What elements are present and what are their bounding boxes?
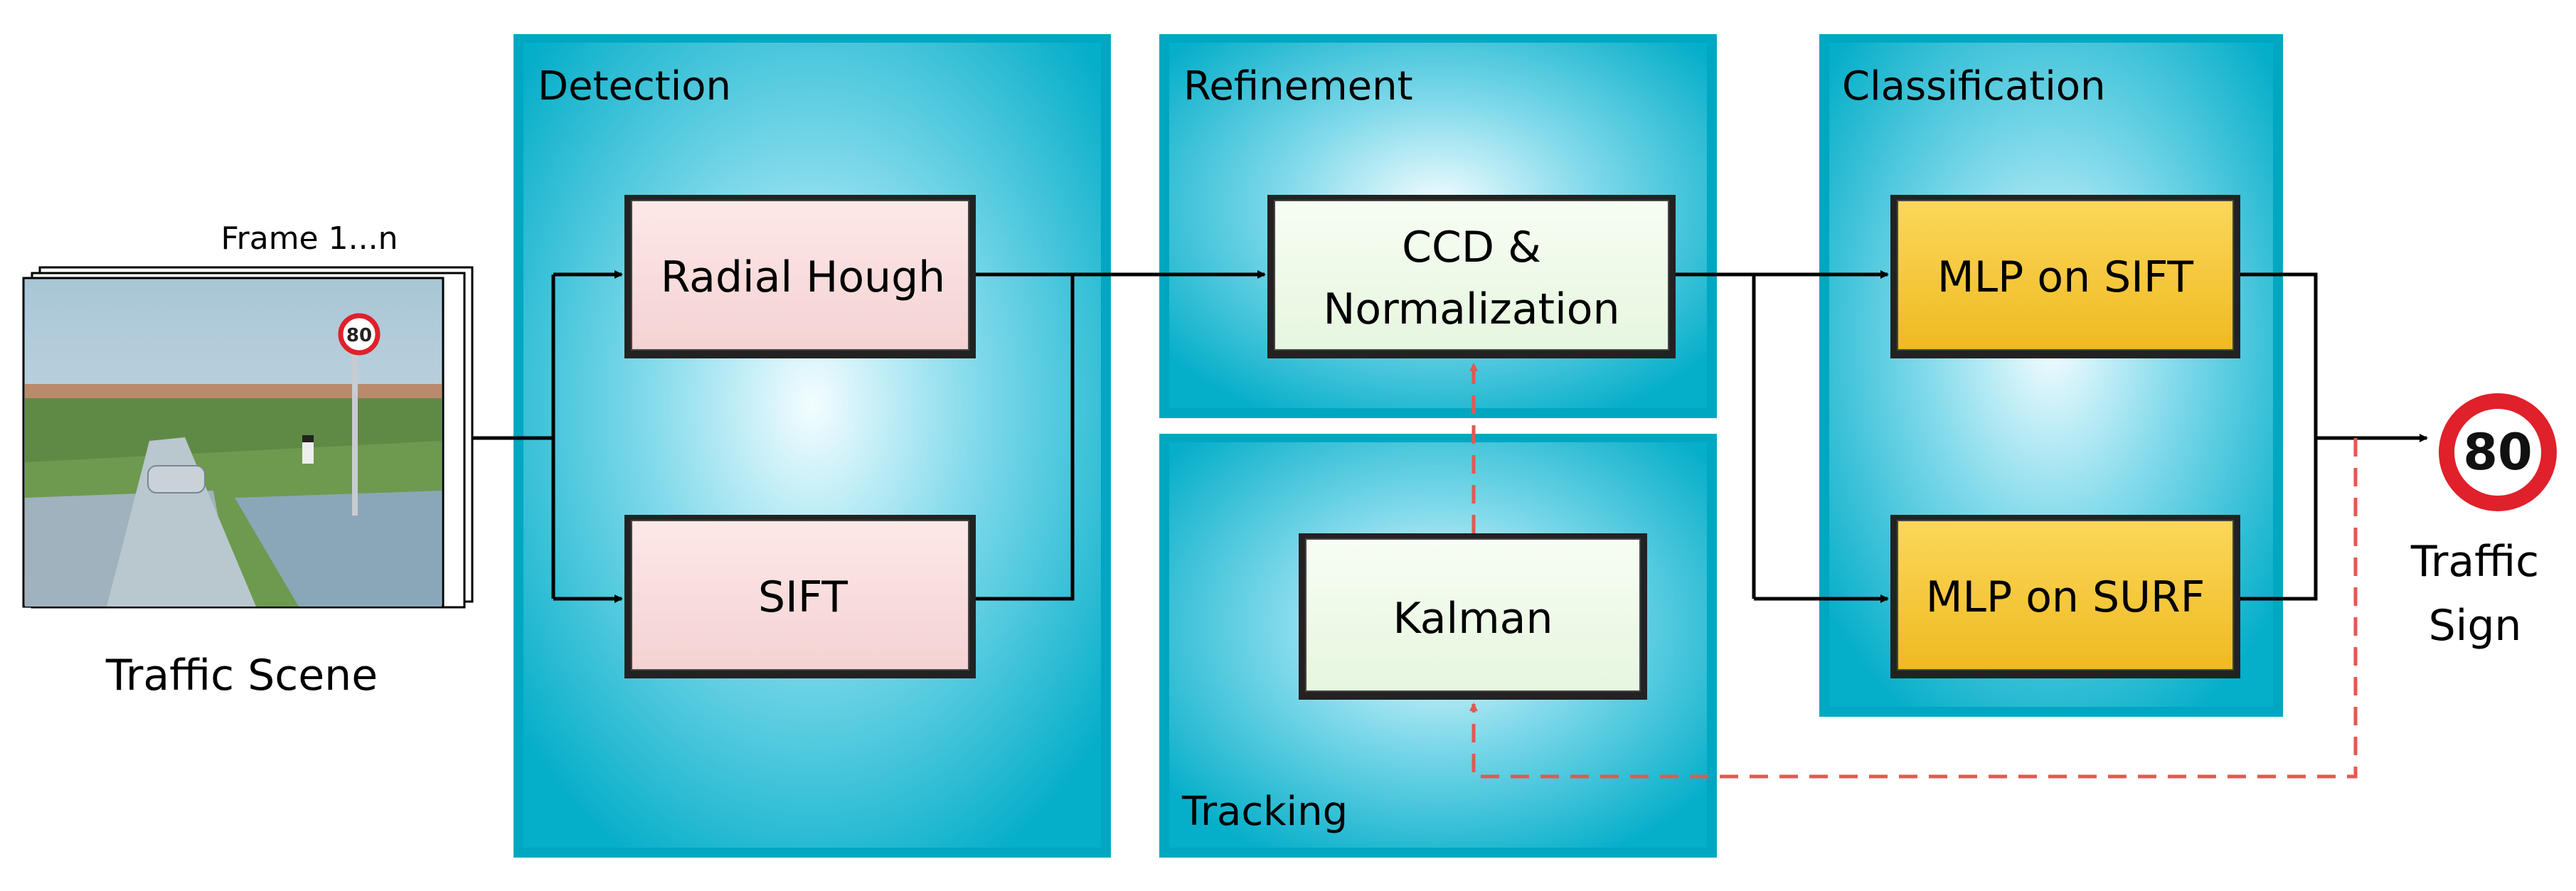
node-radial-hough-label: Radial Hough	[661, 252, 945, 302]
node-mlp-sift-label: MLP on SIFT	[1937, 252, 2193, 302]
panel-refinement-title: Refinement	[1183, 63, 1413, 110]
traffic-sign-icon	[2439, 393, 2557, 511]
node-mlp-surf: MLP on SURF	[1890, 515, 2240, 678]
scene-sign-icon	[338, 313, 380, 356]
traffic-scene-caption: Traffic Scene	[105, 651, 378, 700]
panel-detection: Detection	[513, 34, 1111, 858]
traffic-sign-value: 80	[2463, 423, 2532, 481]
panel-tracking-title: Tracking	[1181, 789, 1348, 835]
traffic-scene-input: 80 Frame 1...n Traffic Scene	[22, 220, 474, 700]
panel-classification-title: Classification	[1842, 63, 2106, 110]
panel-detection-title: Detection	[538, 63, 731, 110]
node-kalman-label: Kalman	[1393, 594, 1553, 644]
connector-sift-merge	[976, 274, 1075, 601]
traffic-sign-caption-line1: Traffic	[2410, 537, 2539, 587]
node-radial-hough: Radial Hough	[624, 195, 976, 358]
node-ccd-line1: CCD &	[1402, 223, 1541, 272]
scene-sign-value: 80	[346, 325, 372, 346]
frame-label: Frame 1...n	[221, 220, 398, 257]
node-sift: SIFT	[624, 515, 976, 678]
node-mlp-sift: MLP on SIFT	[1890, 195, 2240, 358]
traffic-sign-caption-line2: Sign	[2429, 601, 2522, 651]
feedback-sign-to-kalman	[1469, 438, 2358, 779]
node-sift-label: SIFT	[758, 572, 848, 622]
node-mlp-surf-label: MLP on SURF	[1926, 572, 2205, 622]
node-ccd-line2: Normalization	[1324, 284, 1620, 334]
flow-connectors	[472, 270, 2428, 603]
node-kalman: Kalman	[1299, 533, 1647, 700]
feedback-connectors	[1469, 363, 2358, 779]
node-ccd-normalization: CCD & Normalization	[1267, 195, 1676, 358]
output-traffic-sign: 80 Traffic Sign	[2410, 393, 2557, 651]
traffic-scene-photo: 80	[22, 277, 445, 608]
